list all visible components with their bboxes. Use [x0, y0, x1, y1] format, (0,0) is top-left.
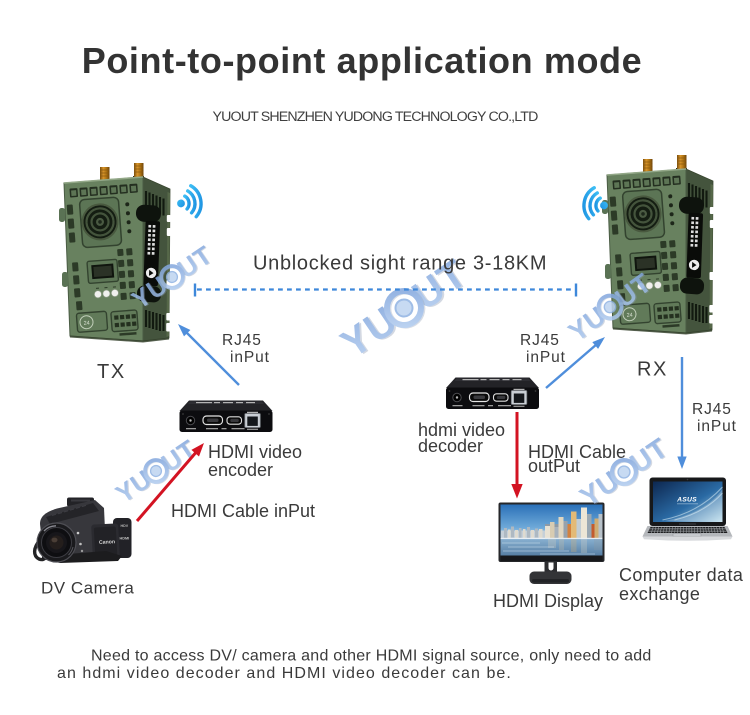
svg-text:exchange: exchange — [619, 584, 700, 604]
svg-text:Canon: Canon — [99, 539, 115, 546]
svg-text:YUOUT SHENZHEN YUDONG TECHNOLO: YUOUT SHENZHEN YUDONG TECHNOLOGY CO.,LTD — [213, 109, 539, 125]
svg-text:inPut: inPut — [697, 418, 737, 435]
svg-text:Point-to-point application mod: Point-to-point application mode — [82, 40, 643, 81]
svg-text:encoder: encoder — [208, 460, 273, 480]
svg-text:HDMI Display: HDMI Display — [493, 591, 603, 611]
svg-text:outPut: outPut — [528, 456, 580, 476]
svg-text:HDV: HDV — [121, 524, 129, 528]
svg-text:HDMI video: HDMI video — [208, 442, 302, 462]
svg-text:an hdmi video decoder and HDMI: an hdmi video decoder and HDMI video dec… — [57, 665, 512, 682]
svg-text:HDMI: HDMI — [120, 537, 130, 541]
svg-text:TX: TX — [97, 361, 126, 383]
svg-text:hdmi video: hdmi video — [418, 420, 505, 440]
svg-text:RJ45: RJ45 — [692, 401, 732, 418]
svg-text:Need to access DV/ camera and: Need to access DV/ camera and other HDMI… — [91, 648, 652, 665]
svg-text:inPut: inPut — [230, 349, 270, 366]
svg-text:RJ45: RJ45 — [520, 332, 560, 349]
svg-text:Computer data: Computer data — [619, 565, 744, 585]
svg-text:Unblocked sight range 3-18KM: Unblocked sight range 3-18KM — [253, 253, 547, 275]
svg-text:decoder: decoder — [418, 436, 483, 456]
svg-text:ASUS: ASUS — [676, 497, 697, 504]
svg-text:RX: RX — [637, 359, 668, 381]
svg-text:RJ45: RJ45 — [222, 332, 262, 349]
svg-text:HDMI Cable: HDMI Cable — [528, 442, 626, 462]
svg-text:inPut: inPut — [526, 349, 566, 366]
svg-text:DV Camera: DV Camera — [41, 579, 134, 598]
svg-text:HDMI Cable inPut: HDMI Cable inPut — [171, 501, 315, 521]
